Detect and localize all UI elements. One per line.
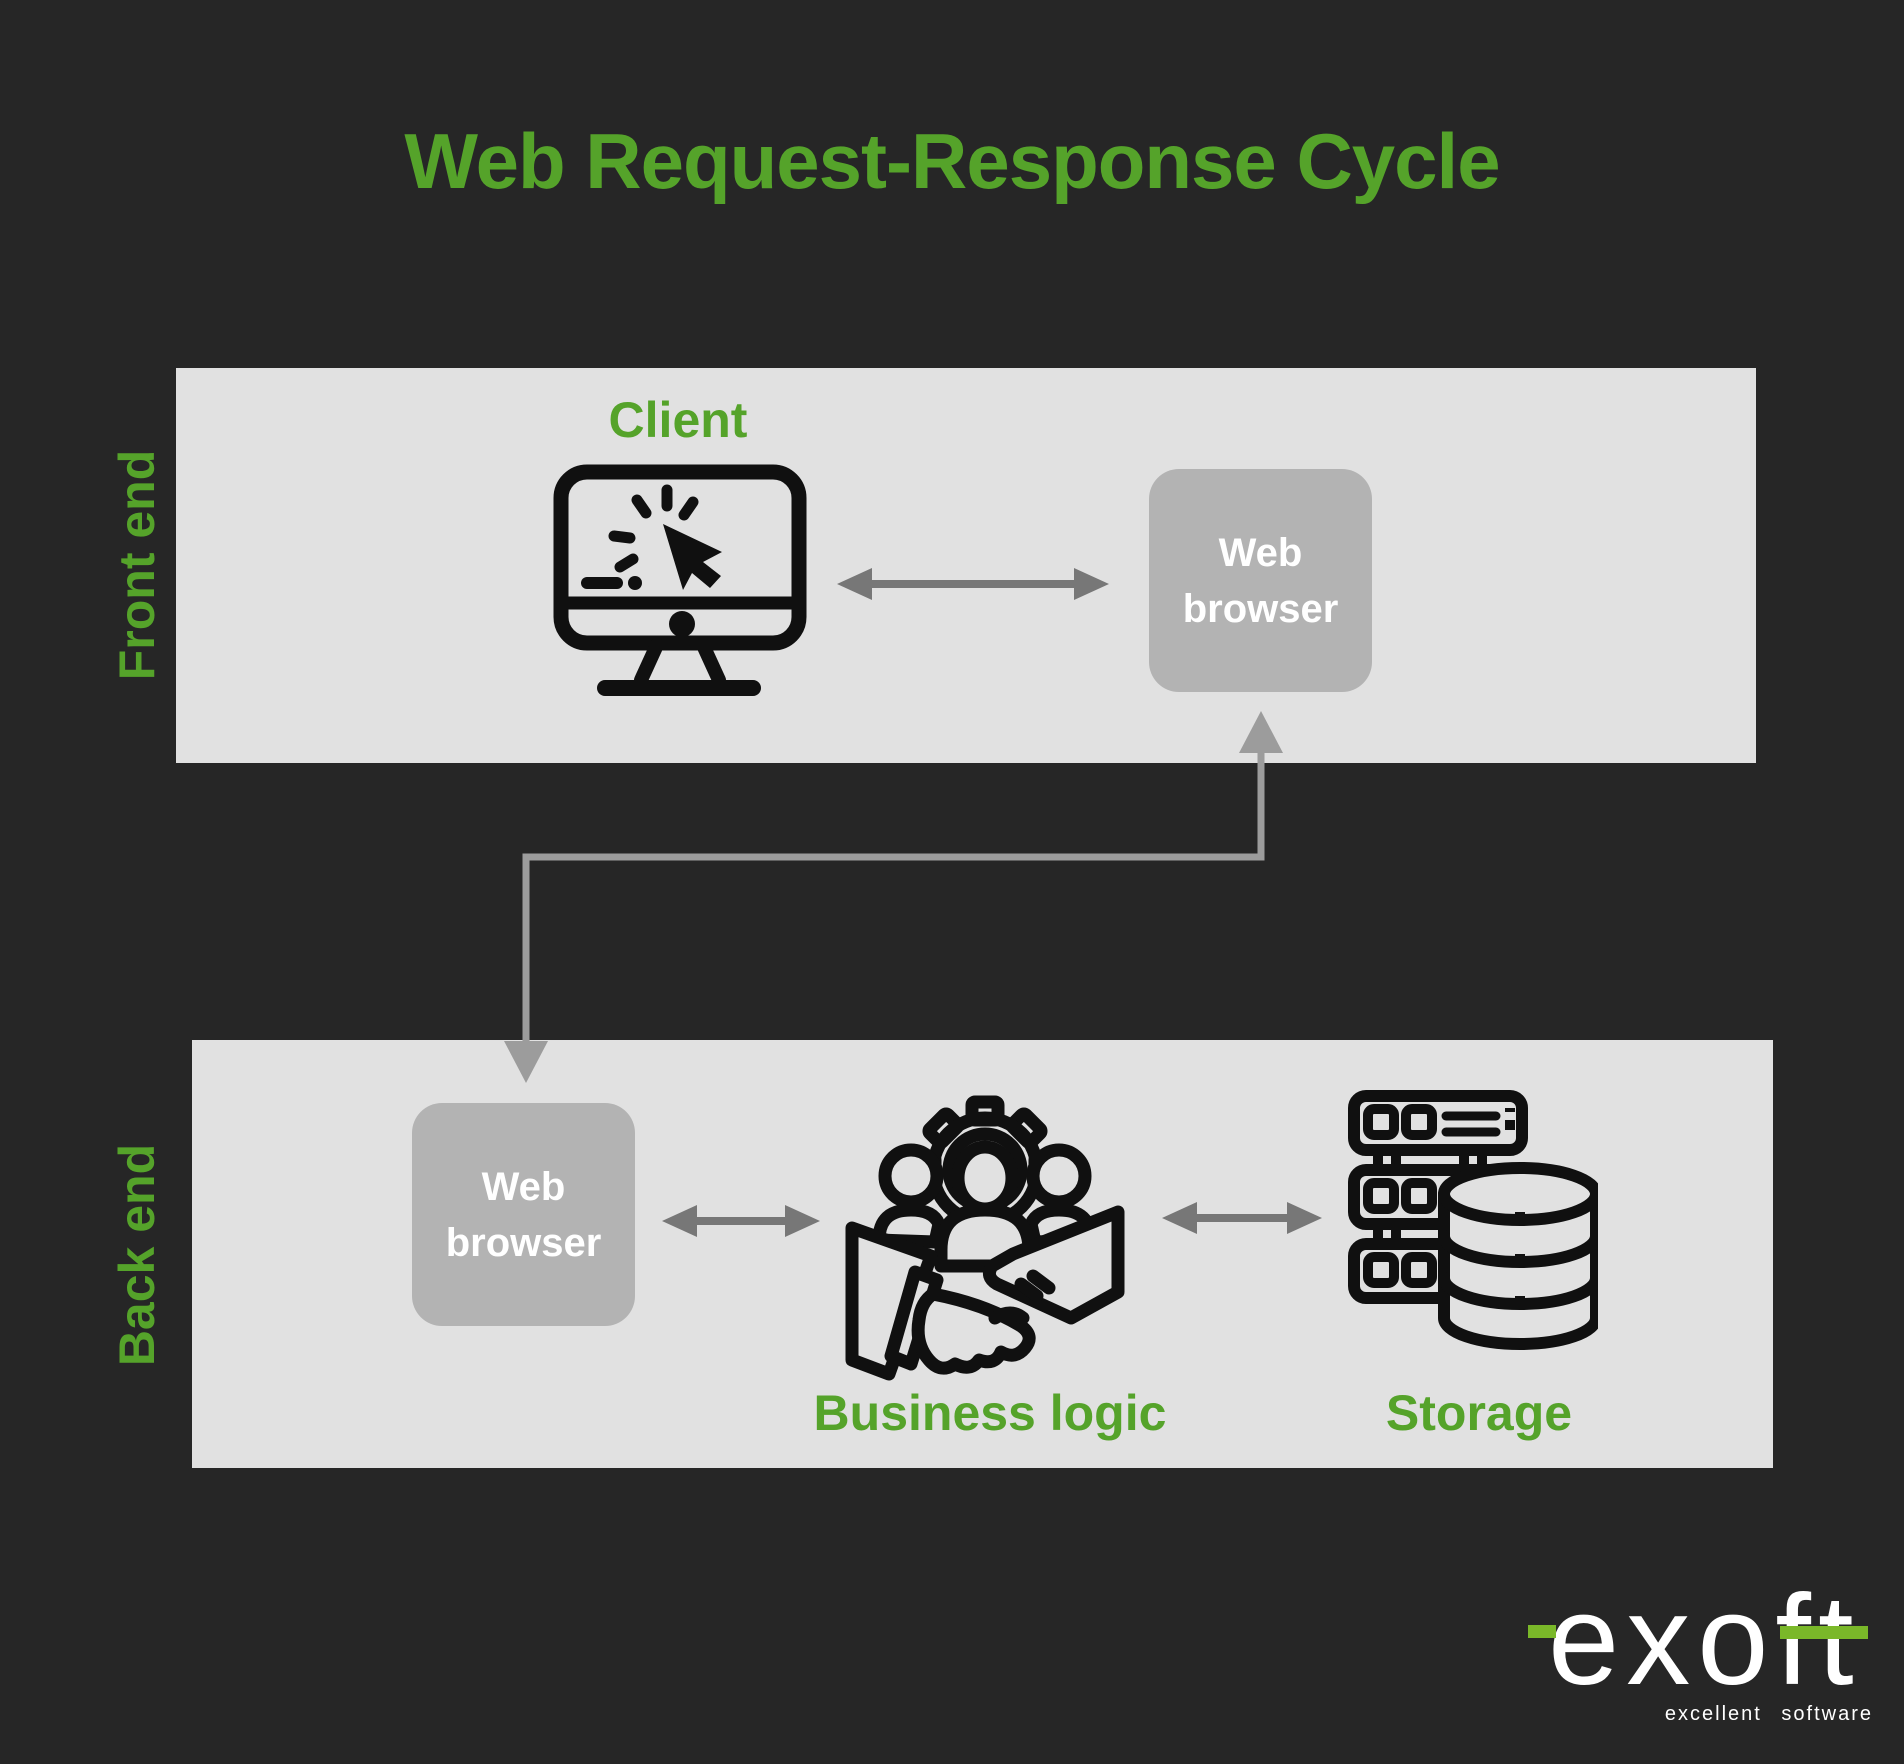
desktop-monitor-click-icon (553, 464, 807, 696)
front-end-panel (176, 368, 1756, 763)
clasped-hands (911, 1287, 1036, 1375)
arrowhead-down (504, 1041, 548, 1083)
browser-to-browser-connector (504, 711, 1283, 1083)
server-rack-database-icon (1348, 1090, 1598, 1350)
storage-label: Storage (1385, 1385, 1573, 1441)
back-end-lane-label: Back end (109, 1143, 165, 1367)
back-web-browser-node: Web browser (412, 1103, 635, 1326)
business-logic-label: Business logic (813, 1385, 1167, 1441)
front-end-lane-label: Front end (109, 449, 165, 681)
arrowhead-up (1239, 711, 1283, 753)
front-web-browser-node: Web browser (1149, 469, 1372, 692)
browser-business-arrow (662, 1205, 820, 1237)
logo-dash-accent (1528, 1625, 1556, 1638)
page-title: Web Request-Response Cycle (404, 117, 1500, 205)
cursor-arrow (663, 524, 722, 590)
left-sleeve (845, 1221, 938, 1381)
logo-tagline: excellent software (1664, 1703, 1873, 1725)
logo-brand-text: exoft (1548, 1569, 1861, 1712)
click-rays (608, 484, 699, 573)
logo-crossbar-accent (1780, 1626, 1868, 1639)
person-right (1026, 1143, 1092, 1209)
team-handshake-gear-icon (845, 1095, 1125, 1381)
person-center (951, 1140, 1019, 1216)
business-storage-arrow (1162, 1202, 1322, 1234)
person-left (878, 1143, 944, 1209)
front-web-browser-label: Web browser (1182, 530, 1339, 631)
back-web-browser-label: Web browser (445, 1164, 602, 1265)
client-browser-arrow (837, 568, 1109, 600)
client-label: Client (608, 392, 748, 448)
